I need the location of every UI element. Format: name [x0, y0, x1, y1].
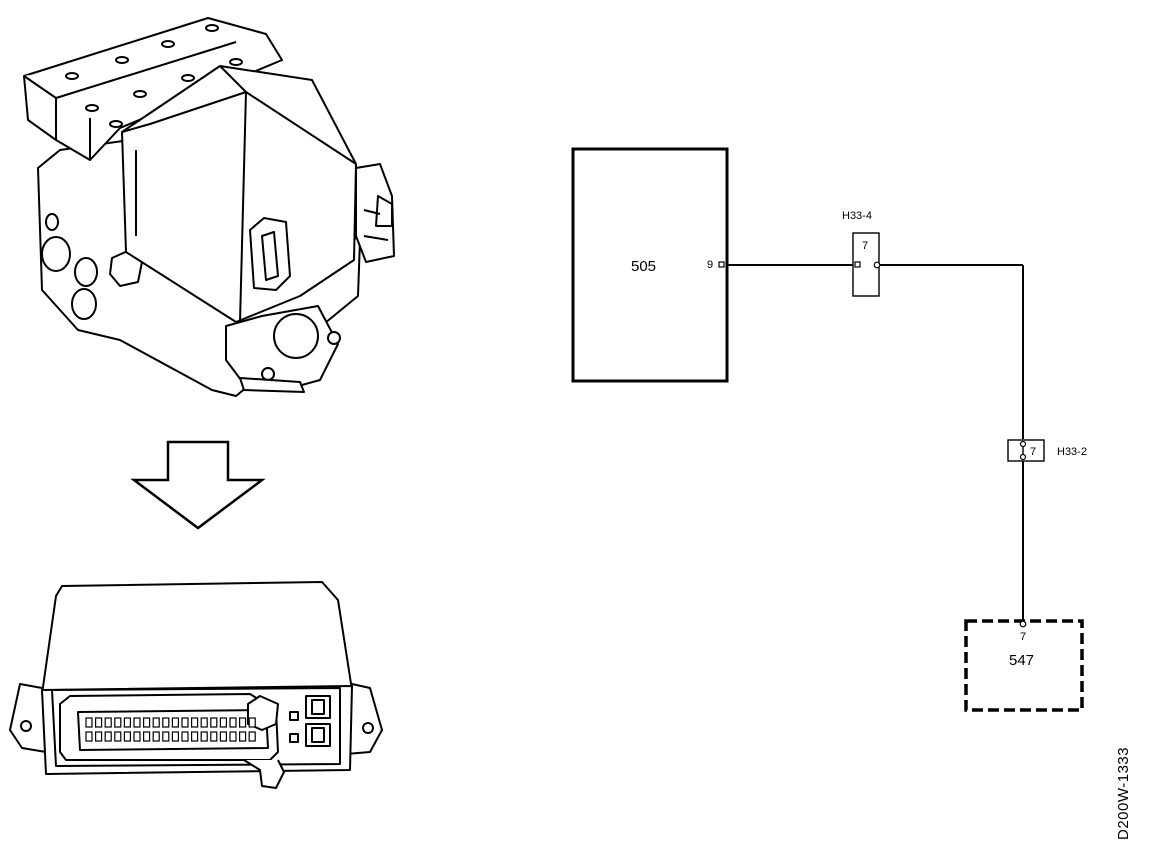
- connector-pin: [181, 731, 189, 742]
- connector-pin: [133, 731, 141, 742]
- control-module-icon: [9, 581, 383, 789]
- module-547-label: 547: [1009, 652, 1034, 669]
- connector-pin: [123, 717, 132, 728]
- ecu-505-label: 505: [631, 258, 656, 275]
- connector-pin: [104, 717, 112, 728]
- connector-pin: [191, 717, 199, 728]
- connector-pin: [229, 717, 237, 728]
- connector-pin-array: [85, 717, 256, 742]
- connector-pin: [143, 731, 151, 742]
- ecu-505-pin: 9: [707, 259, 713, 271]
- connector-pin: [219, 717, 227, 728]
- connector-pin: [200, 717, 208, 728]
- connector-pin: [171, 731, 179, 742]
- ecu-505: 505 9: [571, 147, 729, 383]
- connector-pin: [239, 717, 247, 728]
- connector-h33-2: 7 H33-2: [1007, 439, 1087, 462]
- connector-h33-2-pin: 7: [1030, 446, 1036, 458]
- connector-pin: [248, 731, 256, 742]
- connector-pin: [191, 731, 199, 742]
- connector-pin: [210, 731, 218, 742]
- connector-pin: [85, 717, 93, 728]
- connector-pin: [162, 717, 170, 728]
- connector-pin: [171, 717, 179, 728]
- module-547-pin-terminal: [1019, 620, 1027, 628]
- connector-pin: [114, 731, 122, 742]
- connector-pin: [162, 731, 170, 742]
- connector-pin: [239, 731, 247, 742]
- connector-pin: [123, 731, 132, 742]
- connector-pin: [210, 717, 218, 728]
- connector-pin: [152, 731, 160, 742]
- connector-pin: [200, 731, 208, 742]
- connector-pin: [94, 731, 103, 742]
- connector-h33-4-label: H33-4: [842, 210, 872, 222]
- figure-code: D200W-1333: [1115, 747, 1132, 840]
- connector-pin: [114, 717, 122, 728]
- module-547: 7 547: [964, 619, 1084, 712]
- down-arrow-icon: [130, 440, 266, 530]
- connector-pin: [143, 717, 151, 728]
- connector-pin: [133, 717, 141, 728]
- connector-pin: [94, 717, 103, 728]
- connector-h33-4-female-terminal: [854, 261, 861, 268]
- module-547-pin: 7: [1020, 631, 1026, 643]
- connector-h33-4: H33-4 7: [842, 210, 881, 297]
- connector-pin: [229, 731, 237, 742]
- connector-h33-4-pin: 7: [862, 240, 868, 252]
- connector-pin: [152, 717, 160, 728]
- ecu-505-pin-terminal: [718, 261, 725, 268]
- abs-hydraulic-unit-icon: [23, 17, 395, 397]
- connector-pin: [248, 717, 256, 728]
- connector-h33-4-male-terminal: [873, 261, 881, 269]
- connector-pin: [85, 731, 93, 742]
- wire-harness: [723, 264, 1024, 621]
- connector-h33-2-label: H33-2: [1057, 446, 1087, 458]
- connector-pin: [104, 731, 112, 742]
- connector-pin: [219, 731, 227, 742]
- connector-pin: [181, 717, 189, 728]
